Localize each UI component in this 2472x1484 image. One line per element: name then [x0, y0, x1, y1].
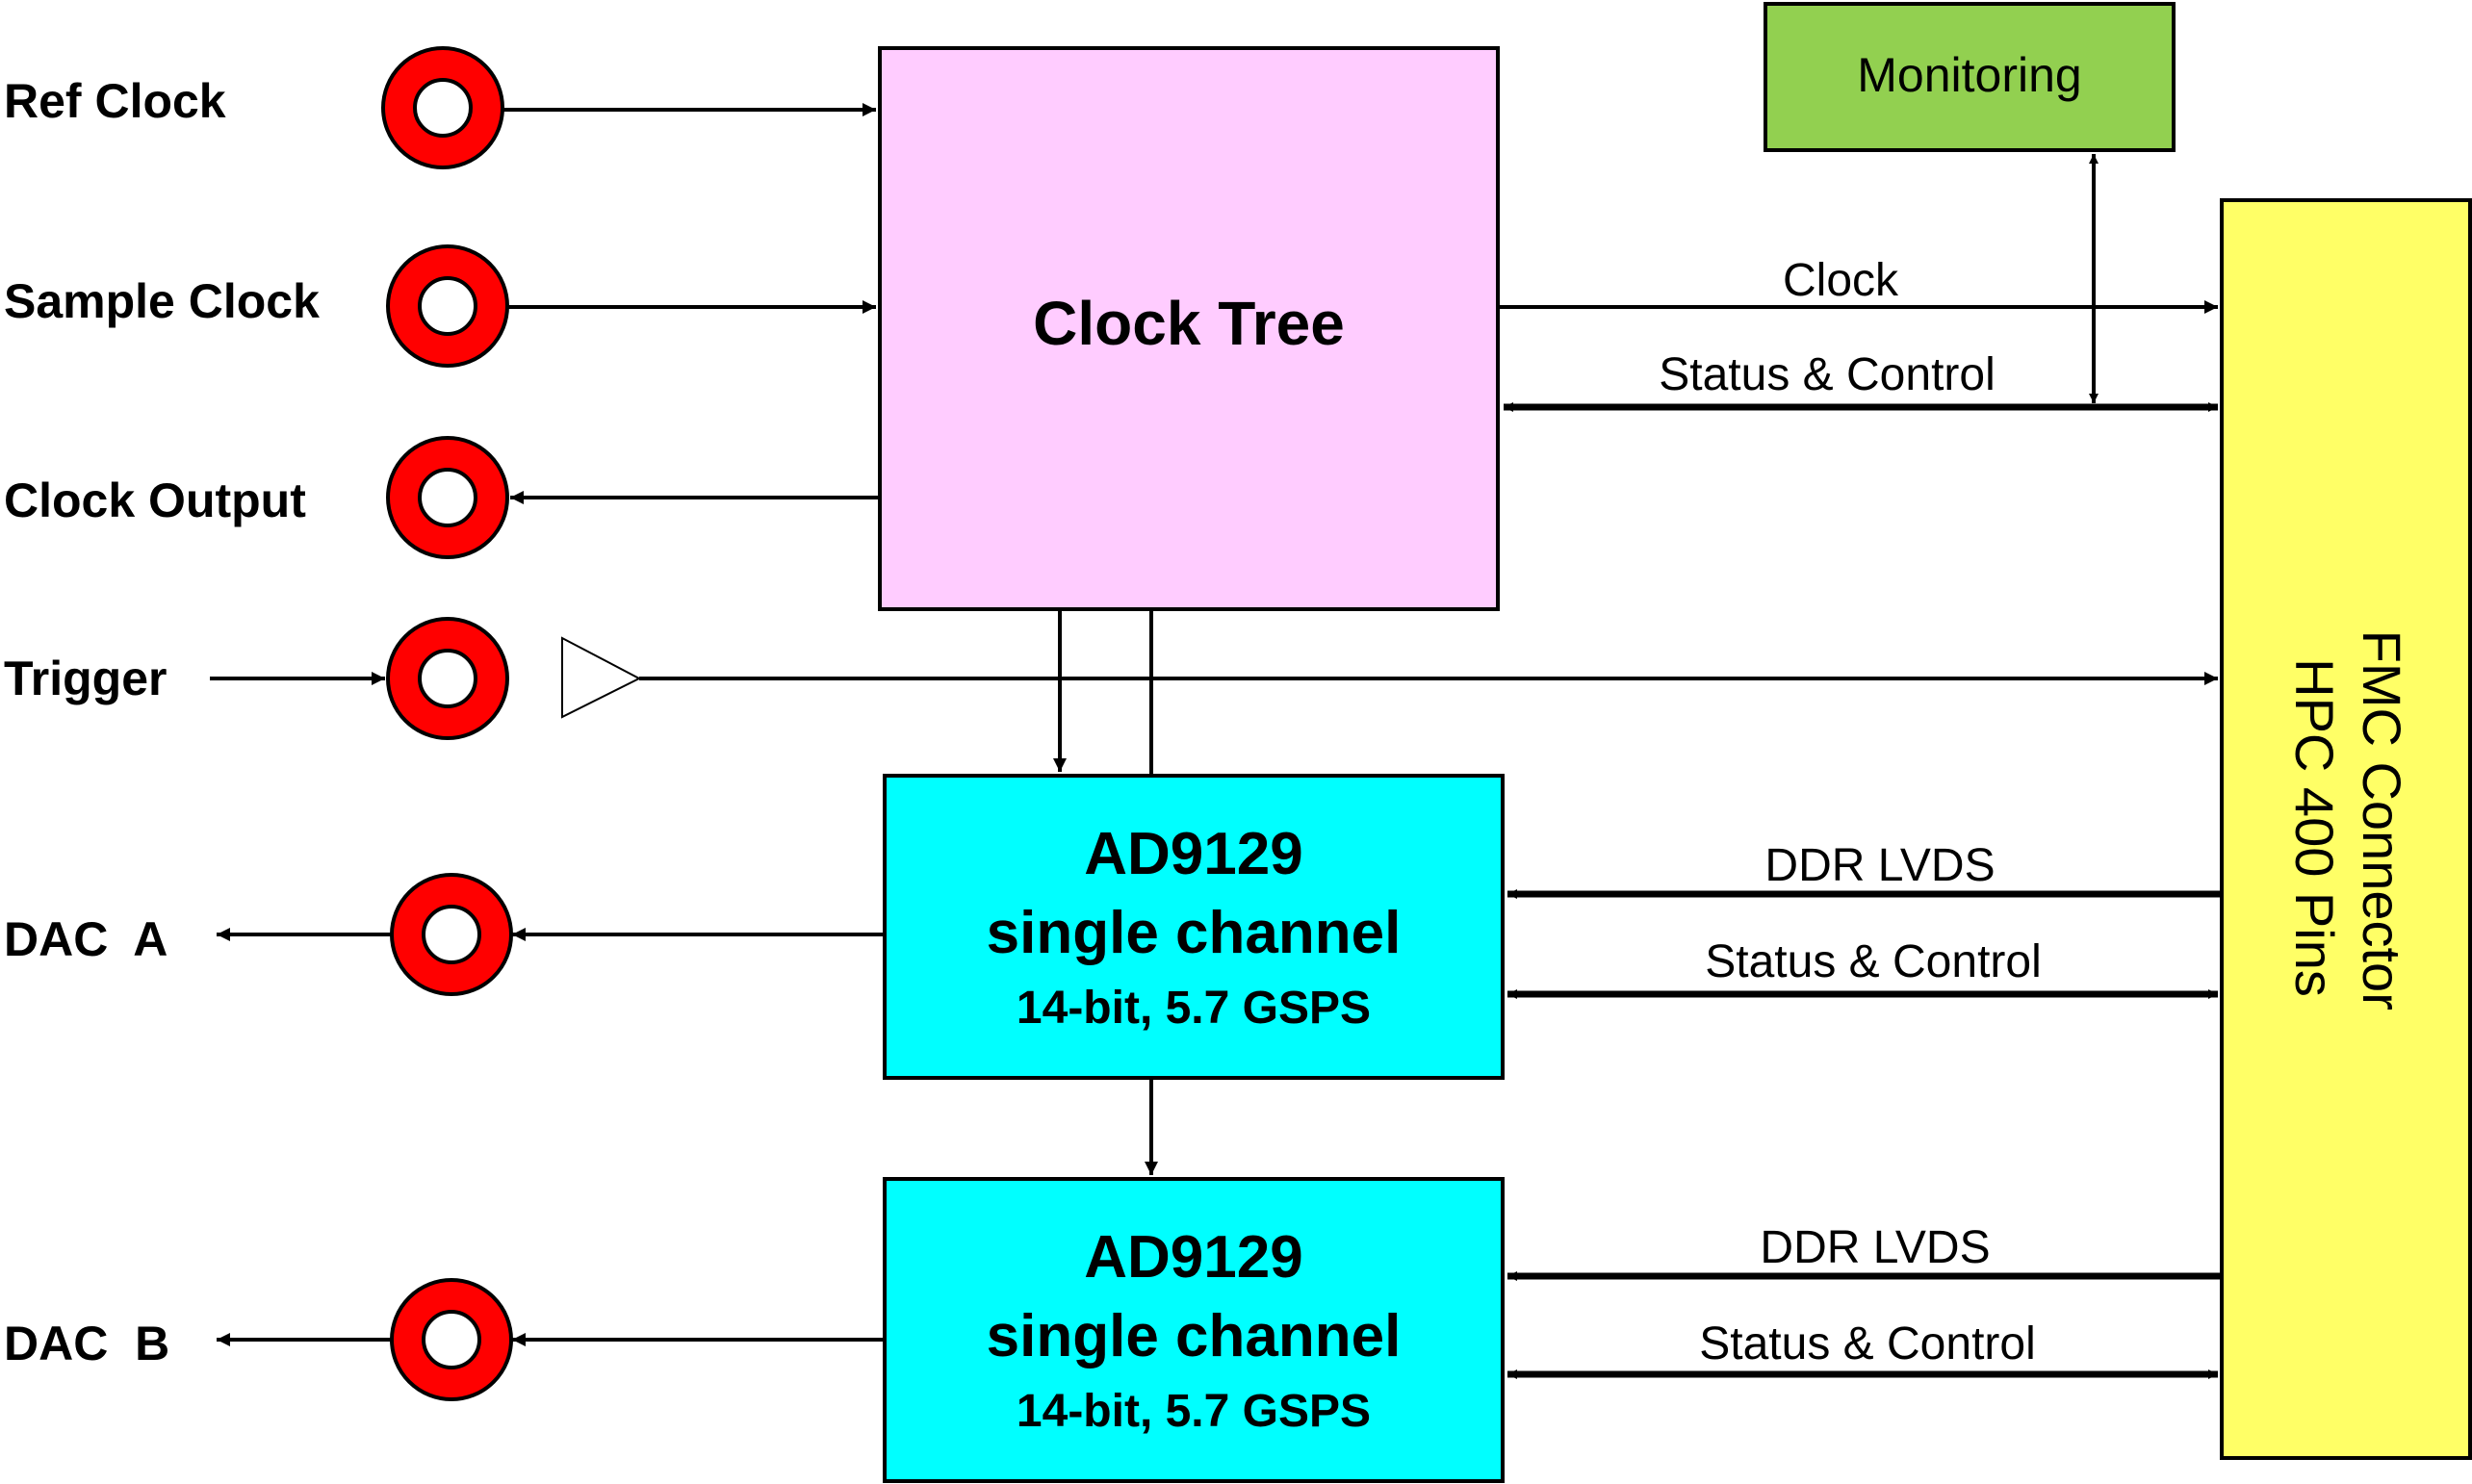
fmc-line-2: HPC 400 Pins: [2284, 658, 2345, 997]
dac2-subtitle: single channel: [987, 1303, 1402, 1369]
trigger-buffer-icon: [561, 636, 642, 719]
status-control-2-label: Status & Control: [1705, 936, 2042, 987]
dac2-title: AD9129: [1084, 1224, 1302, 1291]
ref-clock-connector: [381, 46, 504, 169]
dac2-spec: 14-bit, 5.7 GSPS: [1017, 1386, 1371, 1437]
trigger-label: Trigger: [4, 652, 167, 705]
dac-a-label: DAC A: [4, 912, 167, 966]
fmc-connector-block: [2220, 198, 2472, 1460]
ref-clock-label: Ref Clock: [4, 74, 226, 128]
status-control-1-label: Status & Control: [1659, 349, 1996, 400]
ddr-lvds-1-label: DDR LVDS: [1764, 840, 1995, 891]
dac-b-connector: [390, 1278, 513, 1401]
clock-output-label: Clock Output: [4, 473, 306, 527]
clock-tree-label: Clock Tree: [1033, 289, 1345, 358]
dac1-subtitle: single channel: [987, 900, 1402, 966]
dac-b-label: DAC B: [4, 1317, 169, 1370]
fmc-line-1: FMC Connector: [2352, 630, 2412, 1011]
fmc-connector-label: FMC Connector HPC 400 Pins: [2284, 630, 2412, 1026]
monitoring-label: Monitoring: [1857, 48, 2081, 102]
status-control-3-label: Status & Control: [1699, 1318, 2036, 1369]
dac1-title: AD9129: [1084, 821, 1302, 887]
clock-tree-block: [878, 46, 1500, 611]
ddr-lvds-2-label: DDR LVDS: [1760, 1222, 1990, 1273]
clock-output-connector: [386, 436, 509, 559]
dac1-spec: 14-bit, 5.7 GSPS: [1017, 983, 1371, 1034]
clock-label: Clock: [1783, 255, 1899, 306]
monitoring-block: [1764, 2, 2176, 152]
sample-clock-connector: [386, 244, 509, 368]
sample-clock-label: Sample Clock: [4, 274, 320, 328]
dac-a-connector: [390, 873, 513, 996]
dac2-block: [883, 1177, 1505, 1483]
dac1-block: [883, 774, 1505, 1080]
trigger-connector: [386, 617, 509, 740]
